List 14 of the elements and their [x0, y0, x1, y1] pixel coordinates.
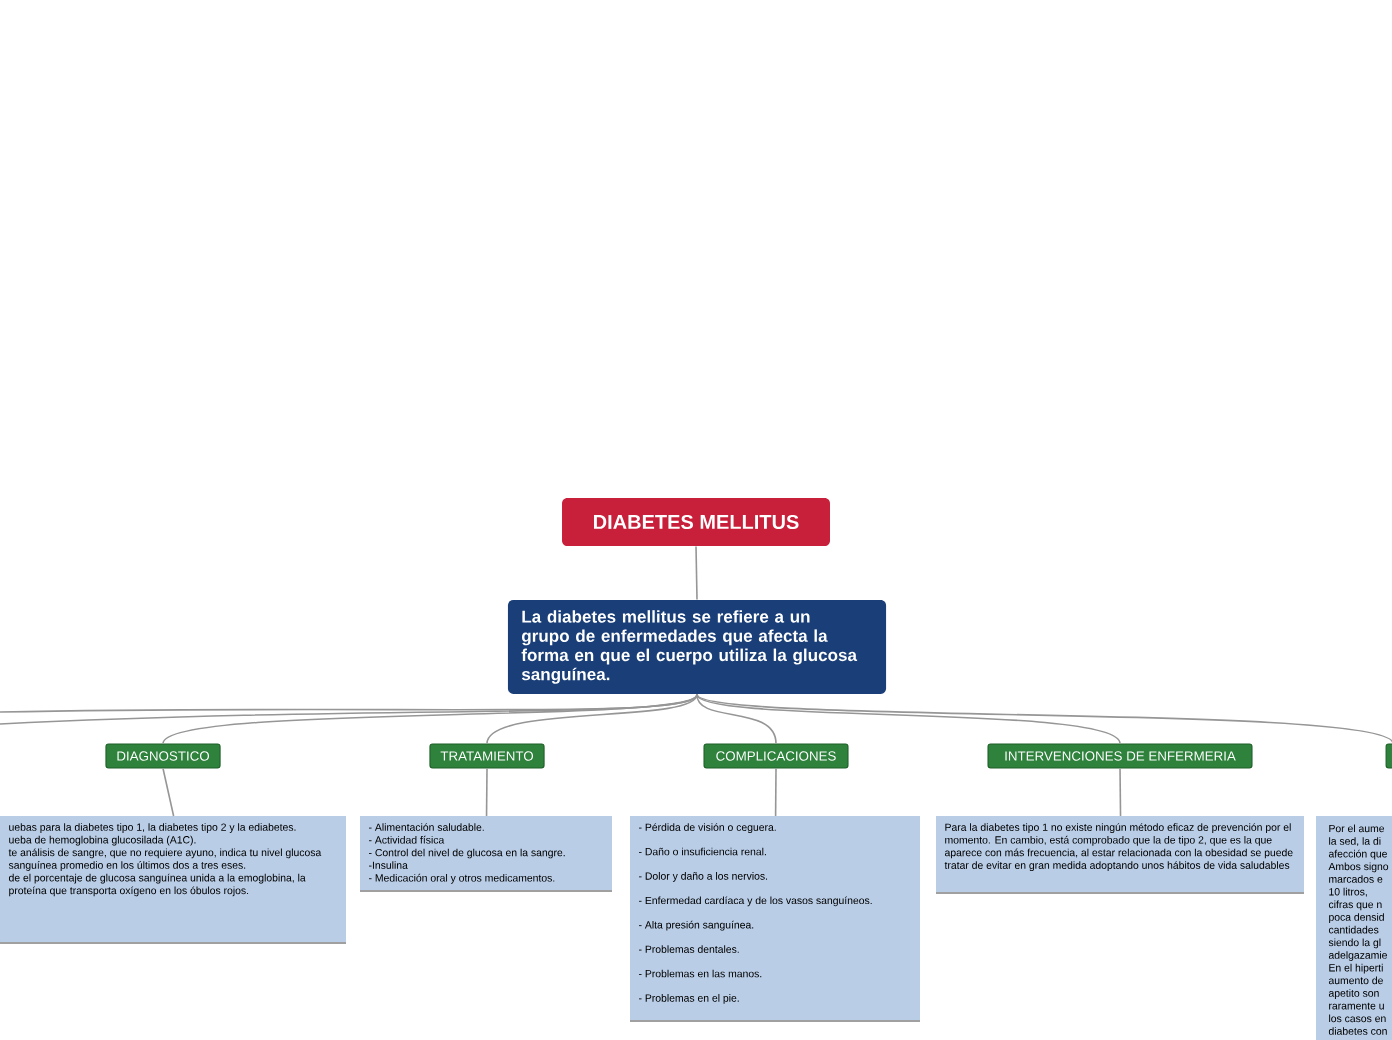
connector-line	[486, 693, 698, 745]
connector-line	[0, 693, 698, 725]
category-box	[1385, 743, 1392, 769]
connector-line	[695, 545, 698, 601]
connector-line	[485, 767, 488, 817]
connector-line	[696, 693, 1121, 745]
connector-line	[696, 693, 1392, 745]
connector-line	[162, 693, 698, 745]
title-box: DIABETES MELLITUS	[562, 498, 830, 546]
topic-box: La diabetes mellitus se refiere a un grupo de enfermedades que afecta la forma en que el cuerpo utiliza la glucosa sanguínea.	[507, 600, 887, 694]
connector-line	[1119, 767, 1122, 817]
connector-line	[162, 767, 175, 817]
connector-line	[774, 767, 777, 817]
connector-line	[696, 693, 777, 745]
